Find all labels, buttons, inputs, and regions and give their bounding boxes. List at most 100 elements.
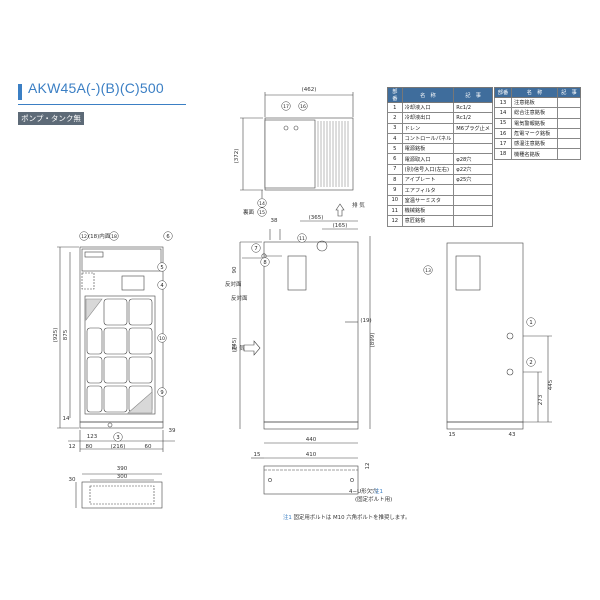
label-reverse-side: 反対面 (225, 280, 242, 288)
part-name: 意匠銘板 (401, 215, 455, 227)
dim-43: 43 (509, 432, 516, 438)
exhaust-arrow (335, 203, 345, 217)
dim-440: 440 (306, 437, 317, 443)
label-fixing-bolt: (固定ボルト用) (355, 495, 392, 503)
dim-300: 300 (117, 474, 128, 480)
eye-plate (316, 240, 328, 252)
right-base (446, 421, 524, 430)
subtitle-badge: ポンプ・タンク無 (18, 112, 84, 125)
dim-39: 39 (169, 428, 176, 434)
dim-745: (745) (232, 338, 238, 353)
dim-12: 12 (69, 444, 76, 450)
control-panel (121, 275, 145, 291)
callout-16-label: 16 (300, 104, 306, 110)
dim-410: 410 (306, 452, 317, 458)
callout-7-circle (251, 243, 261, 253)
coolant-outlet (506, 368, 514, 376)
caution-plate (455, 255, 481, 291)
callout-5-label: 5 (160, 265, 163, 271)
callout-8-label: 8 (263, 260, 266, 266)
callout-9-circle (157, 387, 167, 397)
callout-2-label: 2 (529, 360, 532, 366)
dim-123: 123 (87, 434, 98, 440)
top-fins (317, 121, 349, 187)
dim-19: (19) (360, 318, 371, 324)
dim-875: 875 (63, 329, 69, 340)
callout-3-label: 3 (116, 435, 119, 441)
machine-plate (287, 255, 307, 291)
label-bolt-hole: 4−U形欠穴 (349, 487, 378, 495)
callout-6-label: 6 (166, 234, 169, 240)
filter-hatch-top (85, 298, 103, 321)
callout-16-circle (298, 101, 308, 111)
right-outline (446, 242, 524, 423)
title-underline (18, 104, 186, 105)
callout-17-label: 17 (283, 104, 289, 110)
dim-899: (899) (370, 333, 376, 348)
dim-365: (365) (309, 215, 324, 221)
callout-13-label: 13 (425, 268, 431, 274)
part-note (557, 148, 581, 160)
label-exhaust: 排 気 (352, 201, 365, 209)
logo-plate (84, 251, 104, 258)
callout-13-circle (423, 265, 433, 275)
callout-5-circle (157, 262, 167, 272)
dim-15: 15 (254, 452, 261, 458)
filter-hatch-bottom (127, 391, 153, 414)
bottom-inner (89, 485, 155, 505)
callout-15-circle (257, 207, 267, 217)
part-name: 機種名銘板 (510, 148, 559, 160)
dim-80: 80 (86, 444, 93, 450)
dim-445: 445 (548, 379, 554, 390)
dim-15b: 15 (449, 432, 456, 438)
callout-17-circle (281, 101, 291, 111)
col-name: 名 称 (401, 87, 455, 103)
callout-15-label: 15 (259, 210, 265, 216)
right-side-view (446, 242, 552, 430)
label-back-plate: 裏面 (243, 208, 255, 216)
callout-4-circle (157, 280, 167, 290)
side-view (239, 203, 371, 444)
dim-165: (165) (333, 223, 348, 229)
callout-1-label: 1 (529, 320, 532, 326)
parts-table-header: 部番 名 称 記 事 (387, 87, 493, 103)
model-title: AKW45A(-)(B)(C)500 (28, 80, 164, 96)
callout-9-label: 9 (160, 390, 163, 396)
side-outline (263, 241, 359, 423)
callout-4-label: 4 (160, 283, 164, 289)
front-view (57, 246, 175, 452)
callout-18-circle (109, 231, 119, 241)
dim-30: 30 (69, 477, 76, 483)
callout-11-circle (297, 233, 307, 243)
base-plan-view (251, 457, 359, 495)
top-panel (264, 119, 316, 189)
callout-18-label: 18 (111, 234, 117, 240)
callout-10-circle (157, 333, 167, 343)
callout-11-label: 11 (299, 236, 305, 242)
dim-14: 14 (63, 416, 70, 422)
coolant-inlet (506, 332, 514, 340)
col-note: 記 事 (453, 87, 493, 103)
drain-port (107, 422, 113, 428)
filter-frame (84, 295, 156, 415)
callout-12-label: 12 (81, 234, 87, 240)
base-plan-outline (263, 465, 359, 495)
inner-plate (81, 272, 95, 290)
callout-2-circle (526, 357, 536, 367)
front-base (79, 421, 164, 429)
dim-925: (925) (53, 328, 59, 343)
part-note (453, 215, 493, 227)
top-view (240, 92, 354, 198)
label-reverse-side-2: 反対面 (231, 294, 248, 302)
dim-12b: 12 (365, 463, 371, 470)
callout-1-circle (526, 317, 536, 327)
intake-arrow (243, 340, 261, 356)
